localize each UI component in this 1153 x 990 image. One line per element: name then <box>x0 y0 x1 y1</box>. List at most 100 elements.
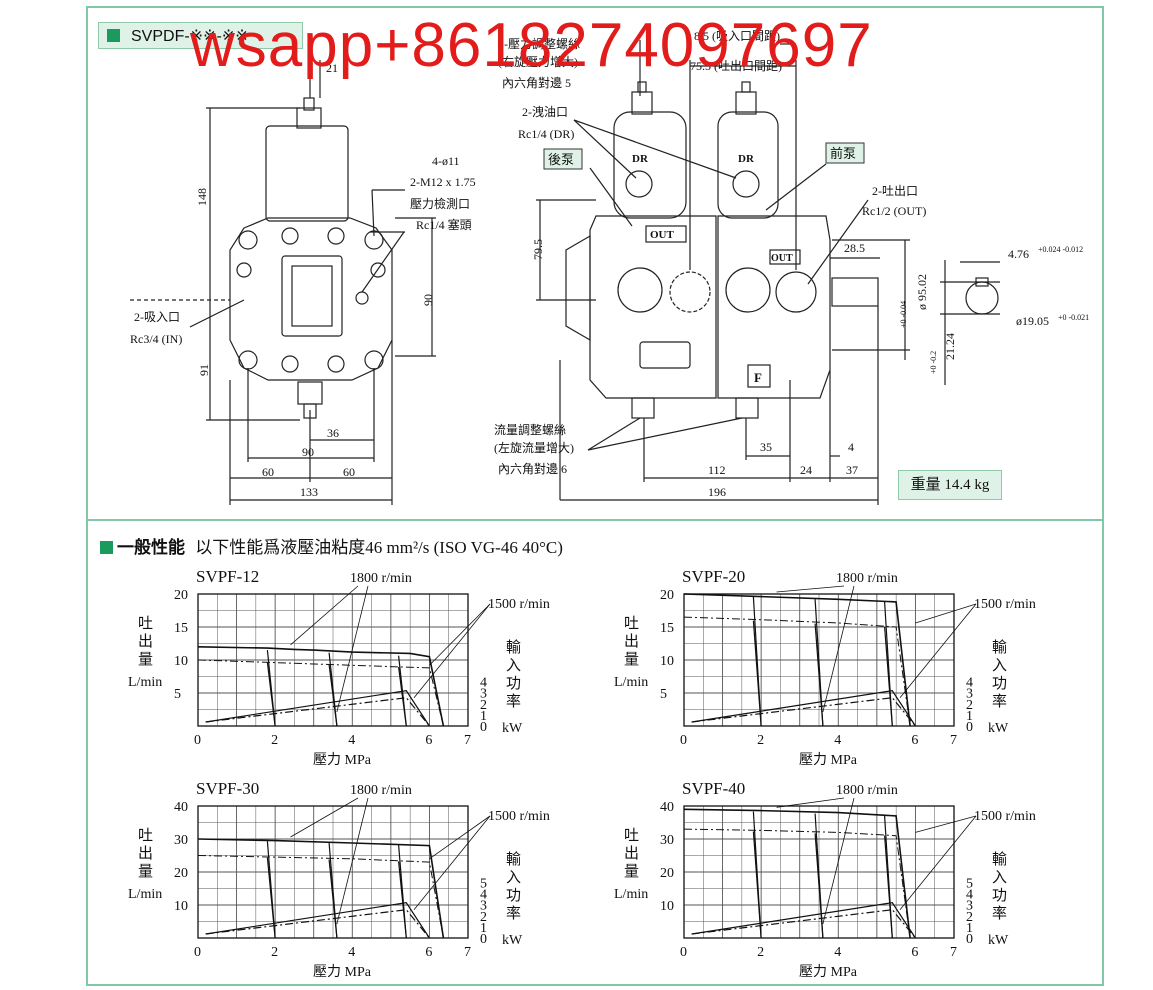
x-tick-label: 0 <box>194 733 201 748</box>
y2-axis-label-char: 入 <box>992 870 1007 886</box>
port-check-label: 壓力檢測口 <box>410 196 470 211</box>
y-axis-label-char: 量 <box>138 864 153 880</box>
y-tick-label: 15 <box>174 621 188 636</box>
y2-axis-label-char: 功 <box>506 675 521 692</box>
speed-label-1800: 1800 r/min <box>836 783 898 798</box>
plot-frame <box>683 805 955 939</box>
x-tick-label: 0 <box>680 733 687 748</box>
x-tick-label: 6 <box>425 733 432 748</box>
rear-pump-label: 後泵 <box>548 152 574 167</box>
pressure-cutoff-line <box>398 667 407 727</box>
y2-tick-label: 3 <box>480 687 487 702</box>
chart-title: SVPF-40 <box>682 779 745 798</box>
side-view-rear-body <box>589 215 717 399</box>
speed-label-1500: 1500 r/min <box>974 597 1036 612</box>
thread-label: 2-M12 x 1.75 <box>410 175 476 189</box>
y2-axis-label-char: 功 <box>506 887 521 904</box>
y-tick-label: 15 <box>660 621 674 636</box>
model-label: SVPDF-※※-※※ <box>131 28 249 45</box>
y-axis-unit: L/min <box>128 887 162 902</box>
y2-tick-label: 1 <box>480 921 487 936</box>
y2-axis-label-char: 率 <box>506 693 521 710</box>
mark-out-rear: OUT <box>650 229 675 241</box>
heading-square-icon <box>100 541 113 554</box>
pressure-cutoff-line <box>398 861 407 939</box>
side-view-rear-inlet <box>617 267 663 313</box>
y-tick-label: 20 <box>660 866 674 881</box>
y2-tick-label: 2 <box>480 698 487 713</box>
x-tick-label: 7 <box>950 733 957 748</box>
leader-line <box>413 815 491 910</box>
hex5-label: 內六角對邊 5 <box>502 76 571 90</box>
speed-label-1800: 1800 r/min <box>350 571 412 586</box>
series-line-1800 <box>197 646 445 727</box>
press-adj-label: 2-壓力調整螺絲 <box>498 36 580 51</box>
side-view-front-outlet <box>775 271 817 313</box>
y2-axis-unit: kW <box>988 933 1009 948</box>
y2-axis-label-char: 功 <box>992 887 1007 904</box>
x-axis-label: 壓力 MPa <box>313 752 372 768</box>
y2-tick-label: 2 <box>966 698 973 713</box>
pressure-cutoff-line <box>814 833 824 939</box>
chart-title: SVPF-12 <box>196 567 259 586</box>
outlet-label: 2-吐出口 <box>872 184 918 198</box>
series-line-1500 <box>683 828 911 939</box>
end-view-bottom-cap <box>297 381 323 405</box>
side-view-rear-drain <box>625 170 653 198</box>
x-tick-label: 4 <box>348 945 355 960</box>
dim-2124-tol: +0 -0.2 <box>929 351 938 374</box>
y-tick-label: 20 <box>174 866 188 881</box>
leader-line <box>336 585 369 713</box>
end-view-bolt <box>327 355 345 373</box>
series-line-1500 <box>197 659 444 727</box>
dimension-drawing: 21 148 91 90 36 90 60 60 133 4-ø11 2-M12… <box>130 29 1089 505</box>
y-axis-unit: L/min <box>614 887 648 902</box>
y-tick-label: 20 <box>660 588 674 603</box>
series-line-1800 <box>197 838 445 939</box>
dim-28-5: 28.5 <box>844 241 865 255</box>
y2-axis-label-char: 輸 <box>992 639 1007 656</box>
x-tick-label: 4 <box>834 945 841 960</box>
side-view-front-drain <box>732 170 760 198</box>
pressure-cutoff-line <box>266 857 276 939</box>
hole-label: 4-ø11 <box>432 154 460 168</box>
dim-60-right: 60 <box>343 465 355 479</box>
dim-60-left: 60 <box>262 465 274 479</box>
series-line-1800 <box>683 808 911 939</box>
y-axis-label-char: 吐 <box>138 615 153 632</box>
performance-title: 一般性能 <box>117 538 185 557</box>
x-tick-label: 7 <box>464 945 471 960</box>
pressure-cutoff-line <box>884 626 893 727</box>
y2-tick-label: 1 <box>966 921 973 936</box>
end-view-port-inner <box>291 265 333 327</box>
side-view-front-inlet <box>725 267 771 313</box>
x-tick-label: 2 <box>757 945 764 960</box>
dim-21: 21 <box>326 61 338 75</box>
x-axis-label: 壓力 MPa <box>799 964 858 980</box>
drain-label: 2-洩油口 <box>522 105 568 119</box>
dim-133: 133 <box>300 485 318 499</box>
y2-axis-label-char: 輸 <box>506 639 521 656</box>
shaft-section <box>965 281 999 315</box>
power-curve <box>691 902 916 939</box>
port-check-plug-label: Rc1/4 塞頭 <box>416 217 472 232</box>
front-pump-label: 前泵 <box>830 146 856 161</box>
pressure-cutoff-line <box>328 664 338 727</box>
y-tick-label: 40 <box>174 800 188 815</box>
end-view-bolt <box>364 350 384 370</box>
end-view-shaft-stub <box>303 97 315 111</box>
speed-label-1800: 1800 r/min <box>836 571 898 586</box>
plot-frame <box>683 593 955 727</box>
side-view-rear-adj-screw <box>631 91 653 115</box>
y-tick-label: 5 <box>174 687 181 702</box>
dim-476: 4.76 <box>1008 247 1029 261</box>
dim-91: 91 <box>197 364 211 376</box>
power-curve <box>205 902 430 939</box>
leader-line <box>413 603 491 698</box>
y2-axis-label-char: 輸 <box>506 851 521 868</box>
pressure-cutoff-line <box>266 662 276 727</box>
performance-heading: 一般性能 以下性能爲液壓油粘度46 mm²/s (ISO VG-46 40°C) <box>100 533 563 558</box>
speed-label-1500: 1500 r/min <box>488 597 550 612</box>
dim-90-horizontal: 90 <box>302 445 314 459</box>
